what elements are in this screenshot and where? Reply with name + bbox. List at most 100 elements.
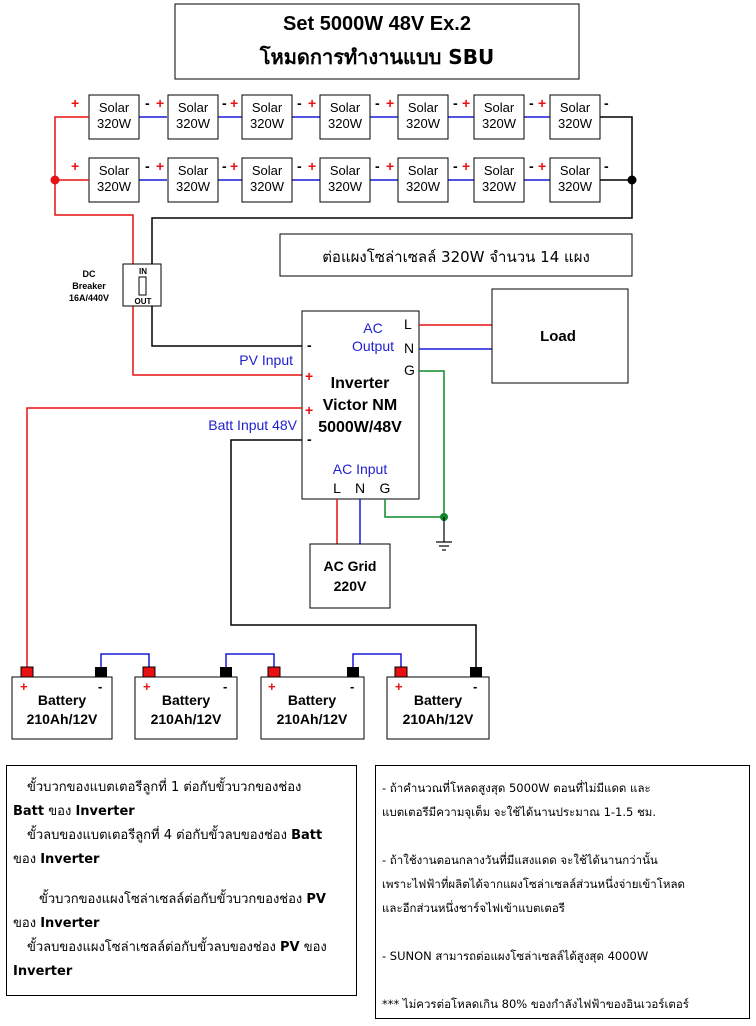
batt-minus-sign: - [307, 431, 312, 447]
battery-bank [11, 666, 490, 740]
svg-text:Inverter: Inverter [331, 375, 390, 392]
note-line: ขั้วลบของแผงโซล่าเซลล์ต่อกับขั้วลบของช่อ… [27, 940, 280, 955]
svg-text:Battery: Battery [414, 692, 462, 708]
svg-text:Victor NM: Victor NM [323, 397, 397, 414]
svg-text:-: - [529, 95, 534, 111]
solar-label: Solar [408, 163, 439, 178]
note-line: แบตเตอรีมีความจุเต็ม จะใช้ได้นานประมาณ 1… [382, 805, 657, 819]
solar-rating: 320W [250, 116, 285, 131]
solar-panel [241, 157, 293, 203]
svg-text:+: + [268, 679, 276, 694]
battery [134, 666, 238, 740]
svg-text:210Ah/12V: 210Ah/12V [403, 711, 474, 727]
in-G: G [380, 480, 391, 496]
svg-text:+: + [386, 95, 394, 111]
battery [386, 666, 490, 740]
solar-label: Solar [252, 100, 283, 115]
note-line: และอีกส่วนหนึ่งชาร์จไฟเข้าแบตเตอรี [382, 901, 565, 915]
solar-label: Solar [330, 163, 361, 178]
svg-text:-: - [453, 158, 458, 174]
batt-plus-sign: + [305, 402, 313, 418]
ac-grid-box [309, 543, 391, 609]
svg-text:Breaker: Breaker [72, 281, 106, 291]
note-bold: Batt [13, 804, 45, 819]
solar-rating: 320W [482, 116, 517, 131]
note-line: - SUNON สามารถต่อแผงโซล่าเซลล์ได้สูงสุด … [382, 949, 649, 963]
battery [11, 666, 113, 740]
svg-text:+: + [395, 679, 403, 694]
svg-text:+: + [308, 95, 316, 111]
solar-panel [397, 94, 449, 140]
load-box [491, 288, 629, 384]
ground-icon [436, 517, 452, 551]
svg-text:-: - [529, 158, 534, 174]
svg-text:+: + [143, 679, 151, 694]
solar-rating: 320W [97, 116, 132, 131]
svg-text:-: - [222, 158, 227, 174]
solar-panel [473, 94, 525, 140]
svg-text:DC: DC [83, 269, 96, 279]
inverter-label: Inverter Victor NM 5000W/48V [318, 375, 402, 436]
svg-text:210Ah/12V: 210Ah/12V [27, 711, 98, 727]
load-label: Load [540, 328, 576, 345]
svg-text:+: + [538, 95, 546, 111]
pv-negative-junction [627, 175, 637, 185]
svg-text:+: + [20, 679, 28, 694]
svg-text:-: - [297, 95, 302, 111]
svg-text:Battery: Battery [38, 692, 86, 708]
solar-panel [549, 157, 601, 203]
battery-series-links [100, 653, 402, 667]
svg-text:-: - [222, 95, 227, 111]
solar-array [88, 94, 601, 203]
pv-positive-junction [50, 175, 60, 185]
svg-text:-: - [98, 679, 102, 694]
svg-text:-: - [604, 158, 609, 174]
svg-text:-: - [350, 679, 354, 694]
svg-text:+: + [386, 158, 394, 174]
svg-text:AC Grid: AC Grid [324, 558, 377, 574]
connection-notes: ขั้วบวกของแบตเตอรีลูกที่ 1 ต่อกับขั้วบวก… [6, 765, 357, 996]
note-bold: Inverter [75, 804, 135, 819]
pv-negative-wire [151, 116, 633, 347]
pv-input-label: PV Input [239, 352, 293, 368]
solar-panel [241, 94, 293, 140]
solar-panel [397, 157, 449, 203]
panel-terminal-minus-signs: ------- ------- [145, 95, 609, 174]
dc-breaker: IN OUT [122, 263, 162, 307]
svg-text:210Ah/12V: 210Ah/12V [277, 711, 348, 727]
svg-text:210Ah/12V: 210Ah/12V [151, 711, 222, 727]
note-bold: Batt [291, 828, 323, 843]
solar-rating: 320W [558, 116, 593, 131]
svg-text:220V: 220V [334, 578, 367, 594]
solar-rating: 320W [482, 179, 517, 194]
svg-text:+: + [230, 158, 238, 174]
svg-text:-: - [145, 95, 150, 111]
note-line: ขั้วบวกของแบตเตอรีลูกที่ 1 ต่อกับขั้วบวก… [27, 780, 302, 795]
note-line: - ถ้าใช้งานตอนกลางวันที่มีแสงแดด จะใช้ได… [382, 853, 658, 867]
solar-rating: 320W [176, 116, 211, 131]
svg-text:-: - [604, 95, 609, 111]
solar-rating: 320W [328, 116, 363, 131]
usage-notes: - ถ้าคำนวณที่โหลดสูงสุด 5000W ตอนที่ไม่ม… [375, 765, 750, 1019]
ac-grid-label: AC Grid 220V [324, 558, 377, 594]
battery [260, 666, 365, 740]
svg-text:-: - [145, 158, 150, 174]
note-line: *** ไม่ควรต่อโหลดเกิน 80% ของกำลังไฟฟ้าข… [382, 997, 689, 1011]
svg-text:5000W/48V: 5000W/48V [318, 419, 402, 436]
note-bold: Inverter [40, 852, 100, 867]
solar-panel [319, 94, 371, 140]
title-line-1: Set 5000W 48V Ex.2 [283, 13, 471, 35]
inverter-port-labels: AC Output L N G PV Input Batt Input 48V … [208, 316, 415, 496]
svg-text:+: + [462, 158, 470, 174]
note-bold: PV [306, 892, 326, 907]
solar-rating: 320W [250, 179, 285, 194]
solar-label: Solar [99, 100, 130, 115]
note-line: ขั้วลบของแบตเตอรีลูกที่ 4 ต่อกับขั้วลบขอ… [27, 828, 292, 843]
svg-text:-: - [223, 679, 227, 694]
pv-minus-sign: - [307, 337, 312, 353]
solar-panel [473, 157, 525, 203]
inverter-box [301, 310, 420, 500]
solar-panel [88, 157, 140, 203]
